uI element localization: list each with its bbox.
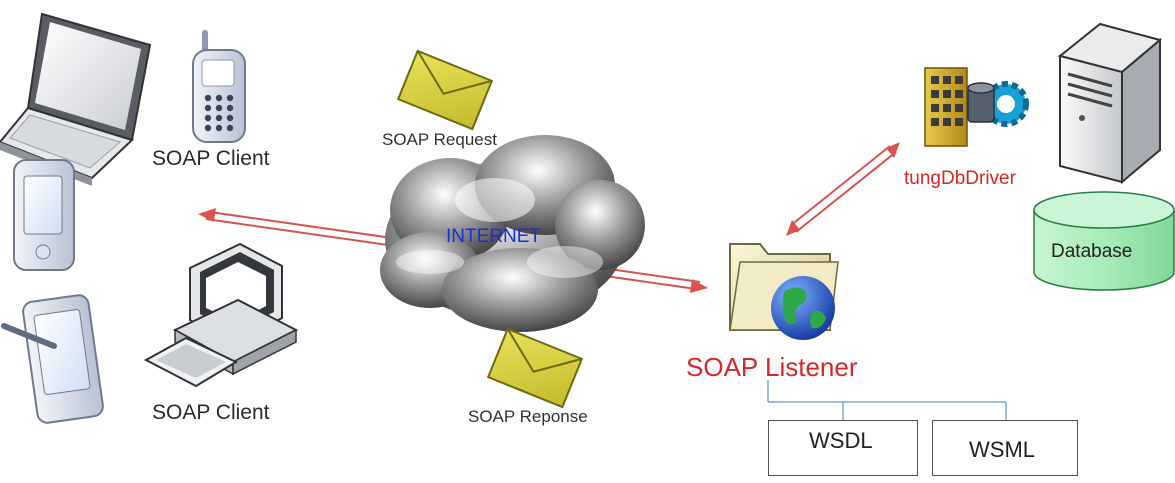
building-gear-icon (924, 67, 1029, 147)
soap-listener-label: SOAP Listener (686, 352, 858, 382)
pda-icon (13, 159, 75, 271)
wsdl-box: WSDL (768, 420, 918, 476)
desktop-computer-icon (143, 242, 299, 388)
tungdbdriver-label: tungDbDriver (904, 168, 1016, 189)
wsdl-label: WSDL (809, 428, 873, 453)
soap-client-bottom-label: SOAP Client (152, 401, 270, 424)
soap-client-top-label: SOAP Client (152, 147, 270, 170)
response-envelope-icon (486, 327, 584, 409)
folder-globe-icon (729, 243, 839, 340)
cloud-icon (380, 135, 645, 332)
wsml-box: WSML (932, 420, 1078, 476)
wsml-label: WSML (969, 437, 1035, 462)
phone-icon (192, 30, 246, 143)
request-envelope-icon (396, 49, 494, 131)
listener-driver-arrow (786, 142, 900, 236)
soap-request-label: SOAP Request (382, 130, 497, 149)
server-tower-icon (1057, 22, 1163, 185)
listener-connectors (767, 380, 1007, 420)
internet-label: INTERNET (446, 226, 541, 247)
tablet-icon (1, 294, 104, 424)
database-label: Database (1051, 241, 1133, 262)
soap-response-label: SOAP Reponse (468, 407, 588, 426)
database-cylinder-icon (1033, 191, 1175, 291)
